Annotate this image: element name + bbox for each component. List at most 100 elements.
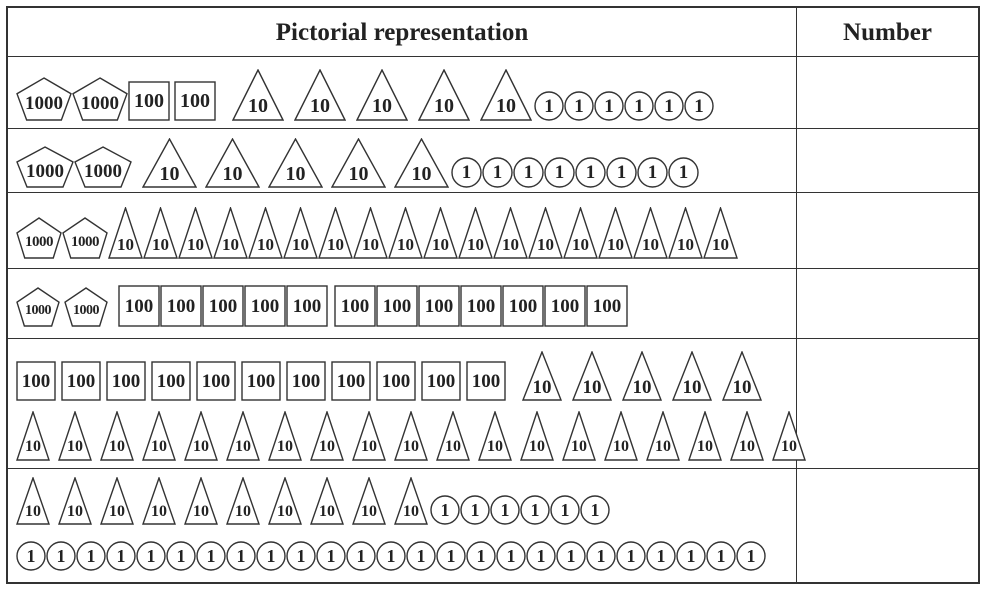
- triangle-10-icon: 10: [722, 351, 762, 401]
- number-cell[interactable]: [797, 193, 978, 268]
- square-100-icon: 100: [241, 361, 281, 401]
- shape-value-label: 10: [529, 438, 545, 455]
- triangle-10-icon: 10: [480, 69, 532, 121]
- shape-value-label: 10: [613, 438, 629, 455]
- shape-value-label: 10: [310, 95, 330, 118]
- circle-1-icon: 1: [286, 541, 316, 571]
- circle-1-icon: 1: [430, 495, 460, 525]
- pentagon-1000-icon: 1000: [16, 287, 60, 327]
- circle-1-icon: 1: [166, 541, 196, 571]
- shape-value-label: 10: [109, 438, 125, 455]
- number-cell[interactable]: [797, 469, 978, 583]
- triangle-10-icon: 10: [604, 411, 638, 461]
- triangle-10-icon: 10: [205, 138, 260, 188]
- square-100-icon: 100: [460, 285, 502, 327]
- shape-value-label: 100: [336, 370, 366, 392]
- shape-value-label: 10: [159, 163, 180, 185]
- shape-value-label: 10: [712, 234, 729, 254]
- row-divider: [8, 128, 978, 129]
- circle-1-icon: 1: [376, 541, 406, 571]
- shape-value-label: 10: [403, 502, 419, 520]
- square-100-icon: 100: [16, 361, 56, 401]
- number-cell[interactable]: [797, 57, 978, 128]
- circle-1-icon: 1: [346, 541, 376, 571]
- triangle-10-icon: 10: [294, 69, 346, 121]
- shape-value-label: 10: [403, 438, 419, 455]
- square-100-icon: 100: [286, 285, 328, 327]
- pentagon-1000-icon: 1000: [74, 146, 132, 188]
- circle-1-icon: 1: [624, 91, 654, 121]
- shape-value-label: 1000: [73, 303, 100, 318]
- circle-1-icon: 1: [580, 495, 610, 525]
- circle-1-icon: 1: [637, 157, 668, 188]
- pentagon-1000-icon: 1000: [16, 146, 74, 188]
- shape-value-label: 10: [319, 502, 335, 520]
- shape-value-label: 10: [222, 163, 243, 185]
- circle-1-icon: 1: [526, 541, 556, 571]
- shape-value-label: 1: [236, 546, 246, 566]
- square-100-icon: 100: [202, 285, 244, 327]
- number-cell[interactable]: [797, 339, 978, 468]
- circle-1-icon: 1: [482, 157, 513, 188]
- circle-1-icon: 1: [654, 91, 684, 121]
- shape-value-label: 10: [319, 438, 335, 455]
- triangle-10-icon: 10: [108, 207, 143, 259]
- shape-value-label: 10: [732, 376, 752, 398]
- circle-1-icon: 1: [706, 541, 736, 571]
- shape-value-label: 100: [340, 295, 370, 317]
- square-100-icon: 100: [376, 361, 416, 401]
- square-100-icon: 100: [244, 285, 286, 327]
- triangle-10-icon: 10: [772, 411, 806, 461]
- circle-1-icon: 1: [616, 541, 646, 571]
- circle-1-icon: 1: [646, 541, 676, 571]
- shape-value-label: 100: [124, 295, 154, 317]
- shape-value-label: 10: [67, 438, 83, 455]
- shape-value-label: 10: [361, 438, 377, 455]
- pentagon-1000-icon: 1000: [16, 77, 72, 121]
- shape-value-label: 100: [250, 295, 280, 317]
- shape-value-label: 1000: [25, 233, 54, 250]
- shape-value-label: 1000: [81, 92, 119, 114]
- shape-value-label: 100: [382, 295, 412, 317]
- pentagon-1000-icon: 1000: [16, 217, 62, 259]
- shape-value-label: 1: [664, 95, 674, 117]
- shape-value-label: 10: [607, 234, 624, 254]
- shape-value-label: 100: [180, 90, 210, 112]
- shape-value-label: 1: [544, 95, 554, 117]
- row-divider: [8, 338, 978, 339]
- shape-value-label: 1: [554, 162, 565, 183]
- shape-value-label: 1: [266, 546, 276, 566]
- shape-value-label: 1: [461, 162, 472, 183]
- circle-1-icon: 1: [490, 495, 520, 525]
- square-100-icon: 100: [174, 81, 216, 121]
- triangle-10-icon: 10: [418, 69, 470, 121]
- triangle-10-icon: 10: [646, 411, 680, 461]
- shape-value-label: 1: [326, 546, 336, 566]
- triangle-10-icon: 10: [598, 207, 633, 259]
- row-divider: [8, 468, 978, 469]
- shape-value-label: 100: [156, 370, 186, 392]
- triangle-10-icon: 10: [184, 411, 218, 461]
- shape-value-label: 1: [536, 546, 546, 566]
- circle-1-icon: 1: [606, 157, 637, 188]
- circle-1-icon: 1: [556, 541, 586, 571]
- shape-value-label: 1: [500, 500, 510, 520]
- shape-value-label: 1: [746, 546, 756, 566]
- shape-value-label: 10: [362, 234, 379, 254]
- shape-value-label: 10: [248, 95, 268, 118]
- triangle-10-icon: 10: [226, 411, 260, 461]
- shape-value-label: 100: [208, 295, 238, 317]
- number-cell[interactable]: [797, 129, 978, 192]
- header-number: Number: [843, 19, 932, 46]
- triangle-10-icon: 10: [331, 138, 386, 188]
- number-cell[interactable]: [797, 269, 978, 338]
- shape-value-label: 1000: [84, 160, 122, 182]
- shape-value-label: 100: [111, 370, 141, 392]
- circle-1-icon: 1: [226, 541, 256, 571]
- square-100-icon: 100: [334, 285, 376, 327]
- shape-value-label: 10: [397, 234, 414, 254]
- shape-value-label: 10: [537, 234, 554, 254]
